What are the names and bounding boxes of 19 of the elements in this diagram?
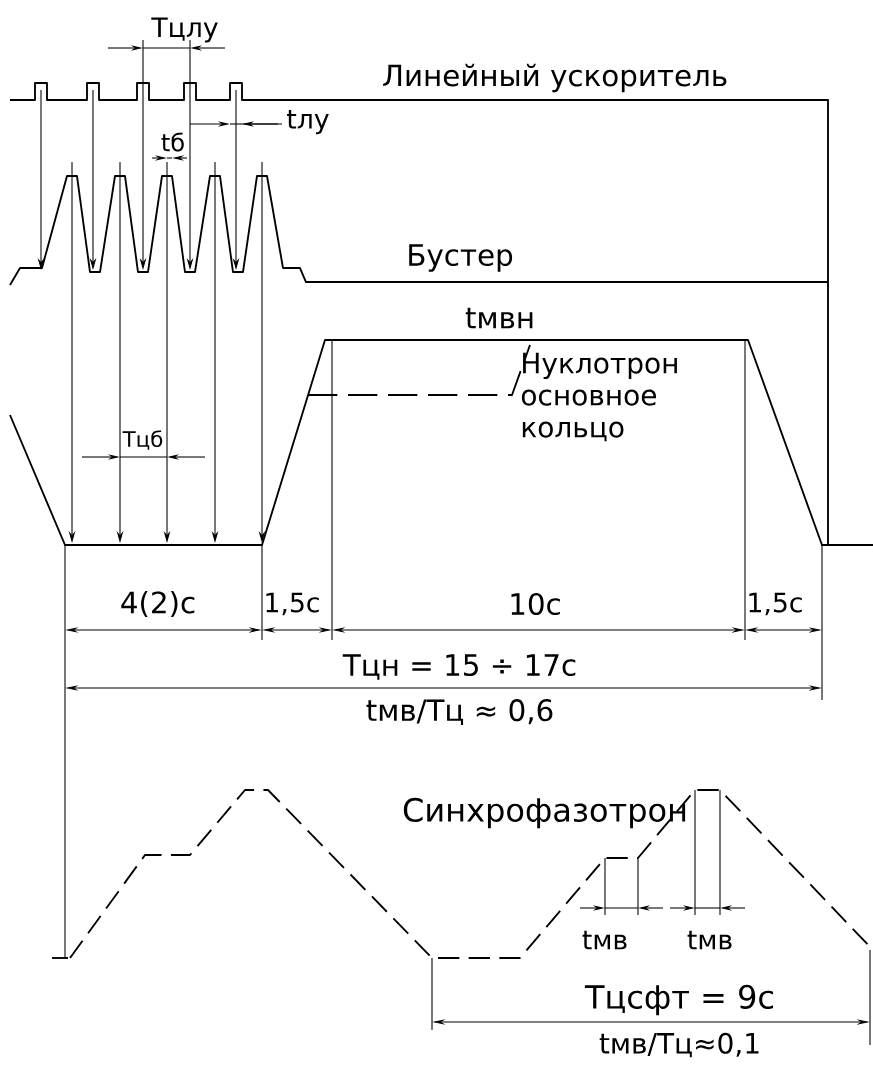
dimension-label: Тцб: [122, 430, 163, 450]
dimension-label: tмв: [582, 930, 627, 950]
dimension-label: Тцсфт = 9с: [584, 984, 774, 1016]
dimension-label: 10с: [511, 592, 560, 616]
dimension-label: Синхрофазотрон: [403, 797, 686, 829]
dimension-label: Линейный ускоритель: [383, 63, 727, 93]
dimension-label: Тцн = 15 ÷ 17с: [342, 654, 576, 680]
dimension-label: tлу: [287, 109, 329, 135]
dimension-label: 1,5с: [266, 592, 319, 616]
dimension-label: 4(2)с: [121, 590, 195, 618]
dimension-label: tмв: [687, 930, 732, 950]
dimension-label: 1,5с: [749, 592, 802, 616]
dimension-label: Тцлу: [151, 17, 218, 43]
dimension-label: Бустер: [409, 244, 513, 272]
dimension-label: Нуклотрон основное кольцо: [521, 352, 677, 442]
dimension-label: tмв/Тц≈0,1: [599, 1032, 759, 1058]
dimension-label: tб: [161, 132, 184, 152]
dimension-label: tмвн: [465, 307, 533, 329]
dimension-label: tмв/Тц ≈ 0,6: [366, 699, 553, 725]
